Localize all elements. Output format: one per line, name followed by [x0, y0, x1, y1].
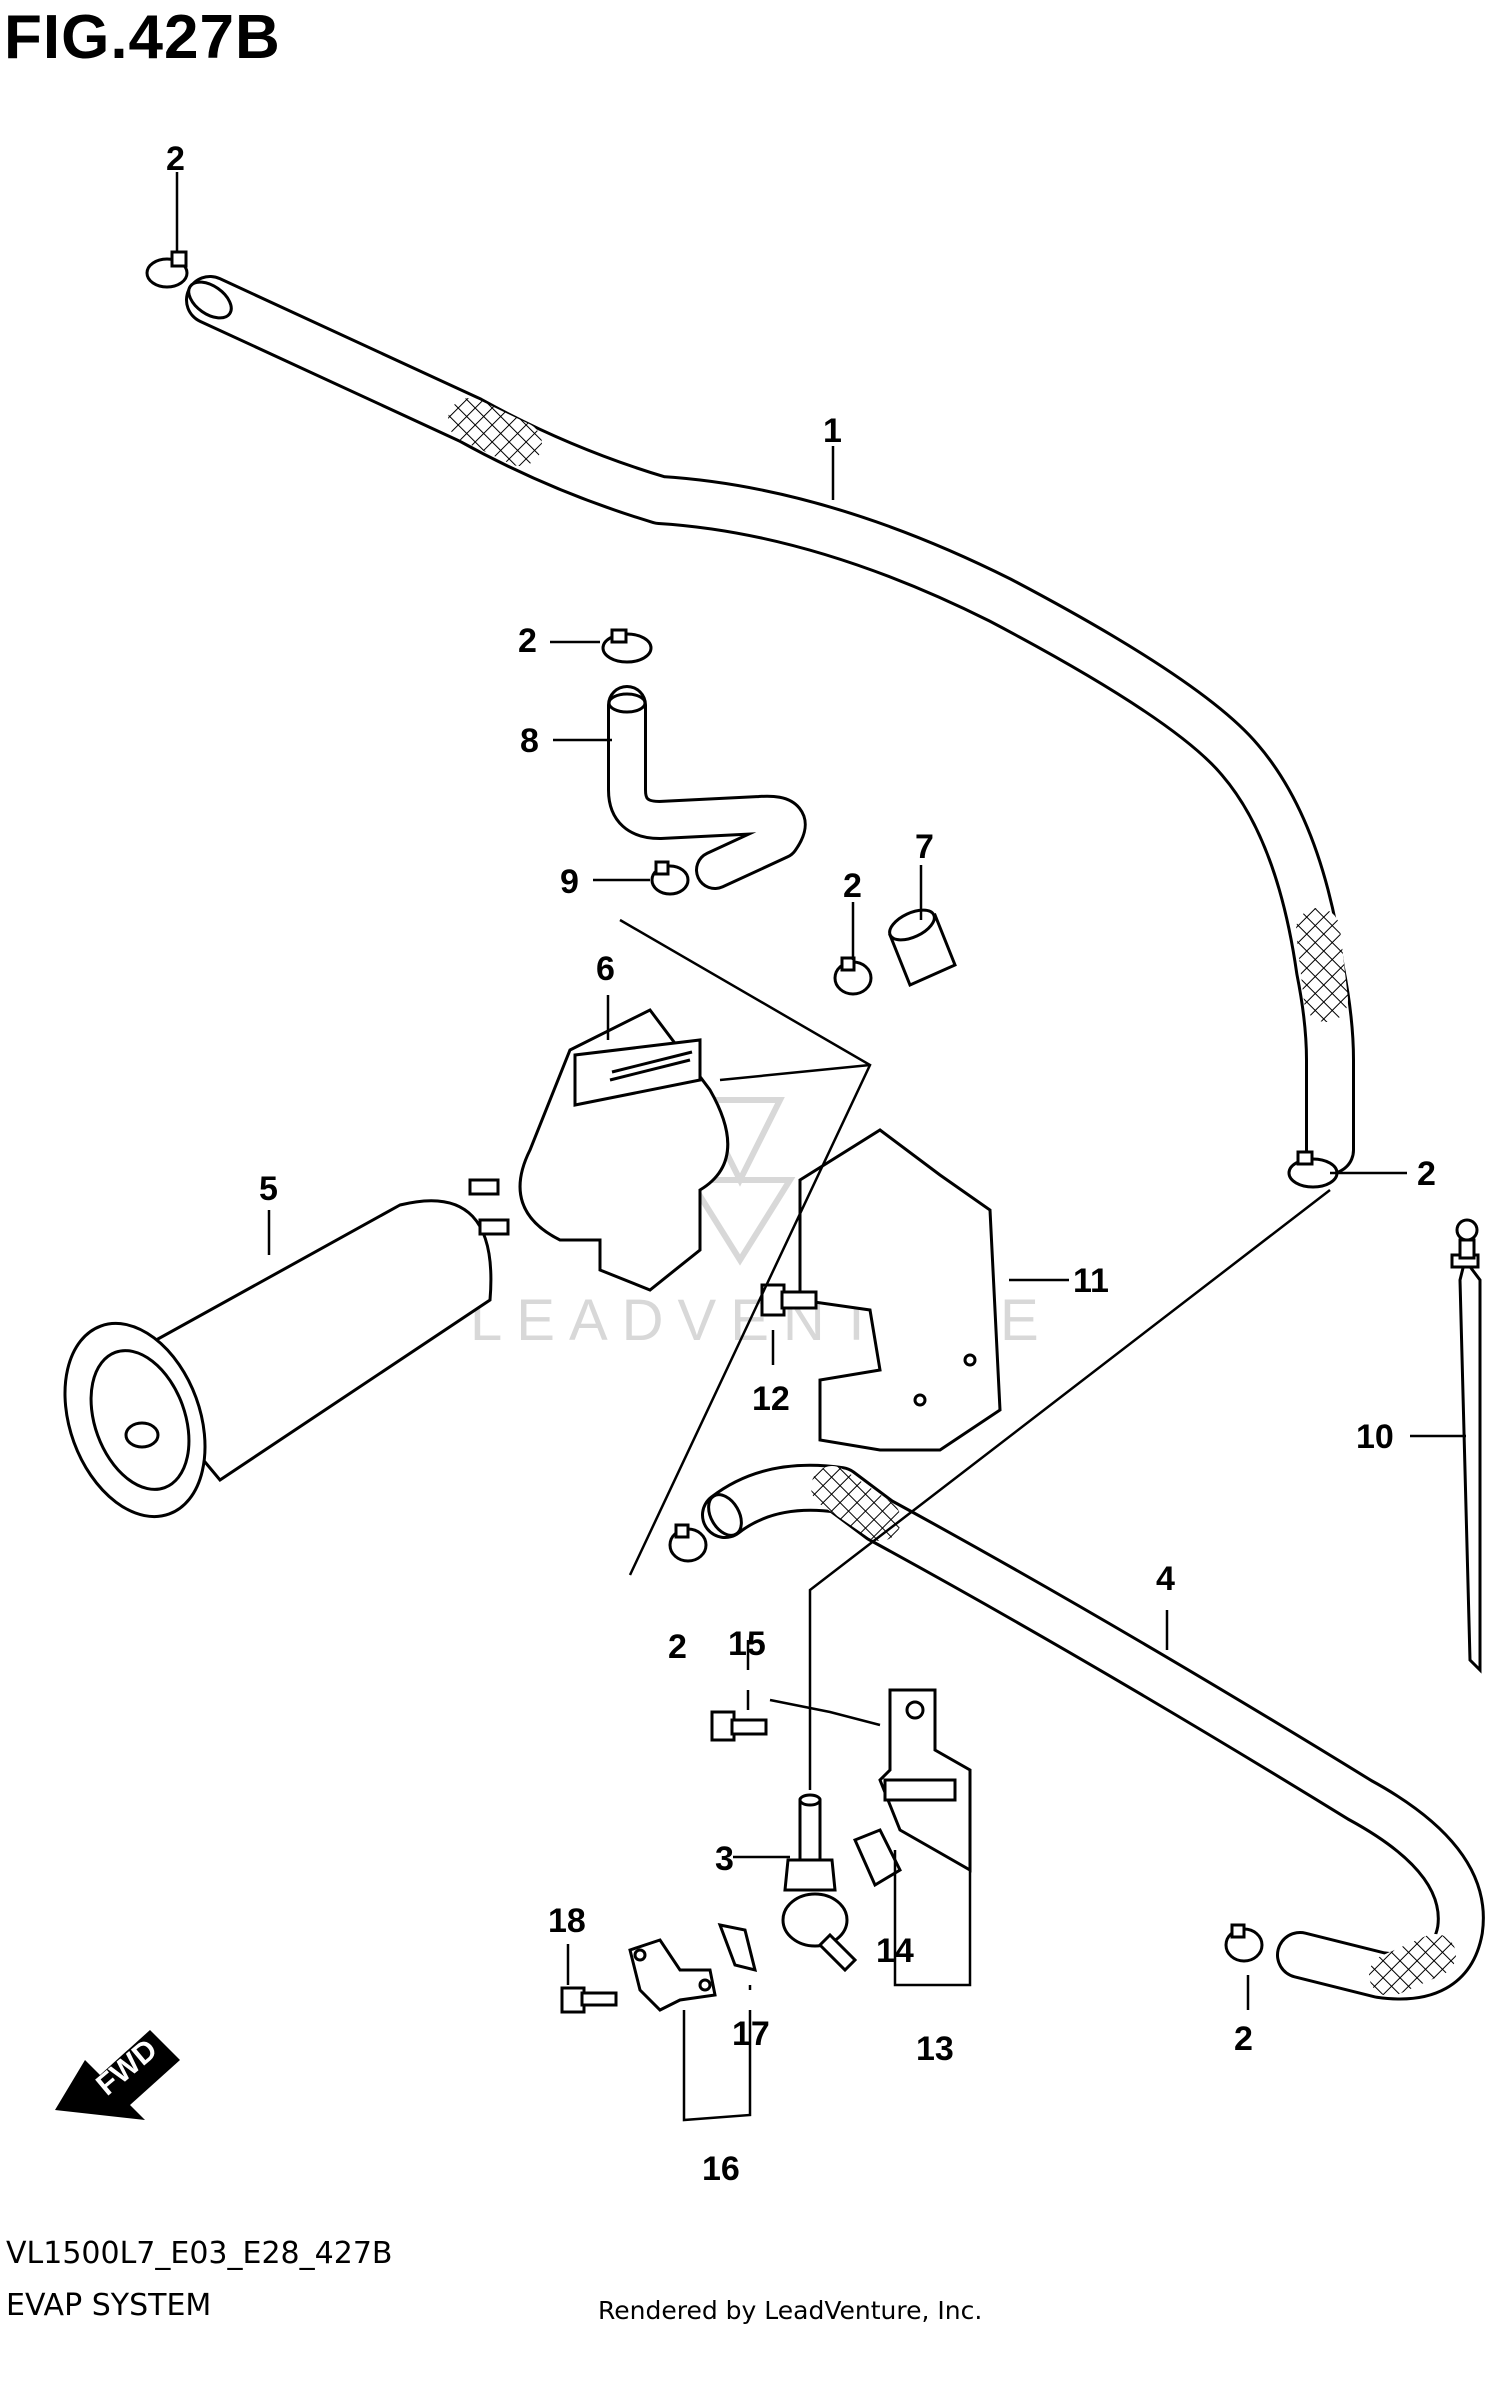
- canister-5: [63, 1178, 510, 1519]
- bolts: [560, 1283, 818, 2014]
- callout-4: 4: [1156, 1560, 1175, 1598]
- holder-6: [518, 1008, 730, 1292]
- clamp-2-hose8: [601, 628, 653, 664]
- render-credit: Rendered by LeadVenture, Inc.: [598, 2296, 983, 2325]
- callout-10: 10: [1356, 1418, 1394, 1456]
- callout-1: 1: [823, 412, 842, 450]
- bolt-18: [560, 1986, 618, 2014]
- callout-16: 16: [702, 2150, 740, 2188]
- clip-14: [852, 1828, 902, 1888]
- callout-2: 2: [843, 867, 862, 905]
- callout-13: 13: [916, 2030, 954, 2068]
- hose-8: [607, 685, 807, 890]
- bracket-13: [878, 1688, 972, 1873]
- callout-2: 2: [1417, 1155, 1436, 1193]
- callout-12: 12: [752, 1380, 790, 1418]
- bolt-12: [760, 1283, 818, 1317]
- clip-17: [717, 1922, 758, 1973]
- callout-14: 14: [876, 1932, 914, 1970]
- leader-lines: [175, 172, 1466, 2122]
- callout-7: 7: [915, 828, 934, 866]
- clamp-9: [650, 860, 690, 896]
- callout-numbers: 2 1 2 8 7 9 2 6 5 2 11 12 10 4 2 15 3 18…: [166, 140, 1436, 2188]
- callout-15: 15: [728, 1625, 766, 1663]
- hose-4: [701, 1463, 1485, 2001]
- callout-11: 11: [1073, 1262, 1109, 1300]
- callout-3: 3: [715, 1840, 734, 1878]
- diagram-name: EVAP SYSTEM: [6, 2288, 212, 2323]
- fwd-arrow: FWD: [55, 2030, 180, 2120]
- clamp-2-bottom: [1224, 1923, 1264, 1963]
- hose-1: [185, 275, 1355, 1175]
- tie-strap-10: [1450, 1218, 1482, 1674]
- callout-18: 18: [548, 1902, 586, 1940]
- callout-17: 17: [732, 2015, 770, 2053]
- clamp-2-mid: [833, 956, 873, 996]
- callout-5: 5: [259, 1170, 278, 1208]
- cover-11: [798, 1128, 1002, 1452]
- clamp-2-right: [1287, 1150, 1339, 1189]
- callout-2: 2: [1234, 2020, 1253, 2058]
- callout-9: 9: [560, 863, 579, 901]
- bolt-15: [710, 1710, 768, 1742]
- bracket-16: [628, 1938, 717, 2012]
- clamps: [145, 250, 1339, 1963]
- callout-2: 2: [668, 1628, 687, 1666]
- clamp-2-lower: [668, 1523, 708, 1563]
- callout-2: 2: [166, 140, 185, 178]
- diagram-code: VL1500L7_E03_E28_427B: [6, 2236, 393, 2271]
- figure-title: FIG.427B: [4, 3, 281, 72]
- hose-7: [888, 908, 957, 988]
- callout-8: 8: [520, 722, 539, 760]
- callout-2: 2: [518, 622, 537, 660]
- clamp-2-top: [145, 250, 189, 289]
- valve-3: [781, 1793, 858, 1973]
- callout-6: 6: [596, 950, 615, 988]
